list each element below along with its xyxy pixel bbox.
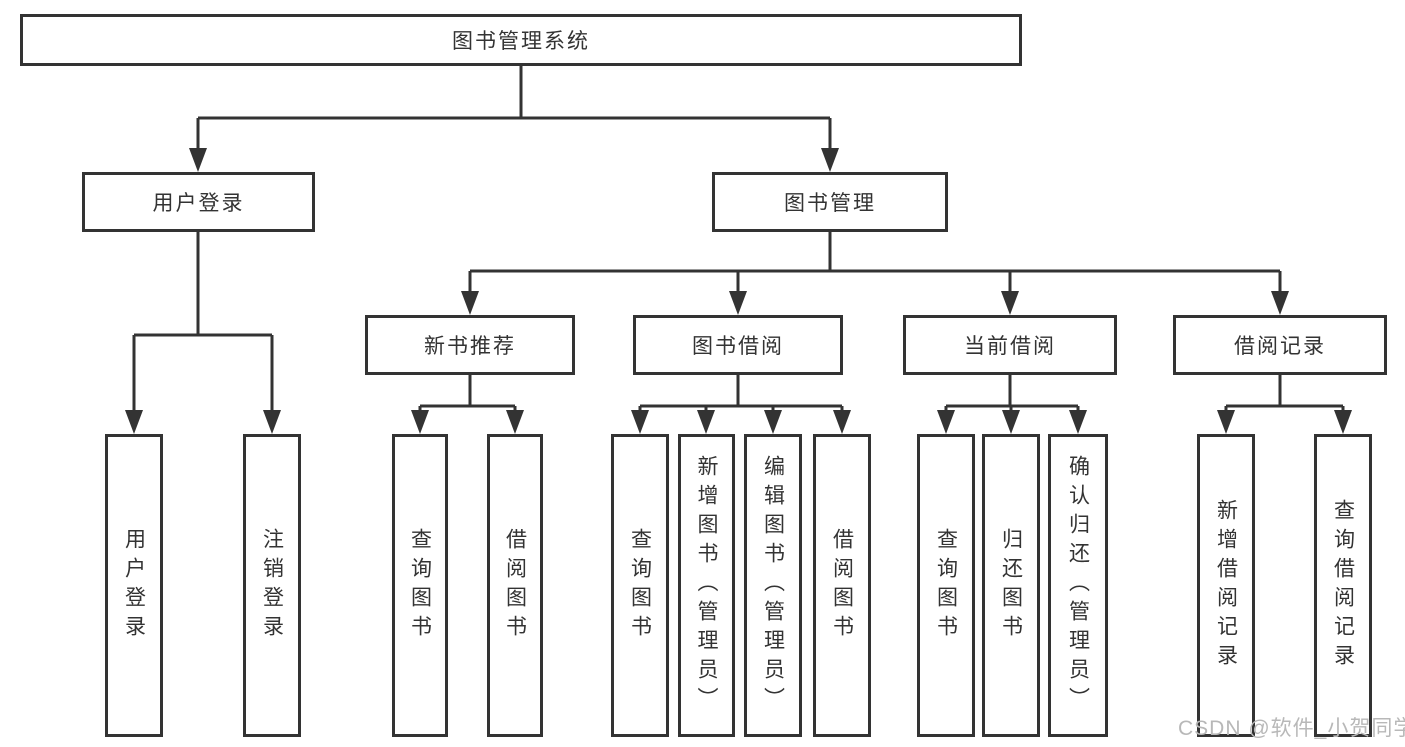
node-edit-books-admin: 编辑图书（管理员） bbox=[744, 434, 802, 737]
node-label: 借阅图书 bbox=[830, 527, 854, 644]
node-query-books: 查询图书 bbox=[392, 434, 448, 737]
node-label: 用户登录 bbox=[122, 527, 146, 644]
node-label: 新增图书（管理员） bbox=[695, 455, 718, 716]
node-confirm-return-admin: 确认归还（管理员） bbox=[1048, 434, 1108, 737]
arrowheads bbox=[125, 148, 1352, 434]
node-root-system: 图书管理系统 bbox=[20, 14, 1022, 66]
node-add-books-admin: 新增图书（管理员） bbox=[678, 434, 735, 737]
node-label: 图书管理系统 bbox=[452, 30, 590, 53]
node-label: 图书借阅 bbox=[692, 335, 784, 358]
node-label: 用户登录 bbox=[152, 192, 245, 215]
node-current-borrowing: 当前借阅 bbox=[903, 315, 1117, 375]
node-book-borrowing: 图书借阅 bbox=[633, 315, 843, 375]
node-borrowing-records: 借阅记录 bbox=[1173, 315, 1387, 375]
node-label: 确认归还（管理员） bbox=[1066, 455, 1090, 716]
node-borrow-books: 借阅图书 bbox=[813, 434, 871, 737]
node-label: 借阅图书 bbox=[503, 527, 527, 644]
node-label: 当前借阅 bbox=[964, 335, 1056, 358]
node-new-book-recommend: 新书推荐 bbox=[365, 315, 575, 375]
node-label: 注销登录 bbox=[260, 527, 284, 644]
node-add-borrow-record: 新增借阅记录 bbox=[1197, 434, 1255, 737]
node-label: 新书推荐 bbox=[424, 335, 516, 358]
node-return-books: 归还图书 bbox=[982, 434, 1040, 737]
node-book-management-module: 图书管理 bbox=[712, 172, 948, 232]
node-logout: 注销登录 bbox=[243, 434, 301, 737]
node-label: 查询图书 bbox=[408, 527, 432, 644]
node-label: 查询图书 bbox=[628, 527, 652, 644]
node-user-login-module: 用户登录 bbox=[82, 172, 315, 232]
node-label: 图书管理 bbox=[784, 192, 876, 215]
node-query-books: 查询图书 bbox=[917, 434, 975, 737]
node-query-borrow-record: 查询借阅记录 bbox=[1314, 434, 1372, 737]
node-query-books: 查询图书 bbox=[611, 434, 669, 737]
node-label: 借阅记录 bbox=[1234, 335, 1326, 358]
node-label: 新增借阅记录 bbox=[1214, 498, 1238, 673]
node-label: 查询借阅记录 bbox=[1331, 498, 1355, 673]
node-label: 归还图书 bbox=[999, 527, 1023, 644]
node-user-login: 用户登录 bbox=[105, 434, 163, 737]
node-label: 查询图书 bbox=[934, 527, 958, 644]
csdn-watermark: CSDN @软件_小贺同学 bbox=[1178, 717, 1405, 740]
node-borrow-books: 借阅图书 bbox=[487, 434, 543, 737]
node-label: 编辑图书（管理员） bbox=[761, 455, 785, 716]
